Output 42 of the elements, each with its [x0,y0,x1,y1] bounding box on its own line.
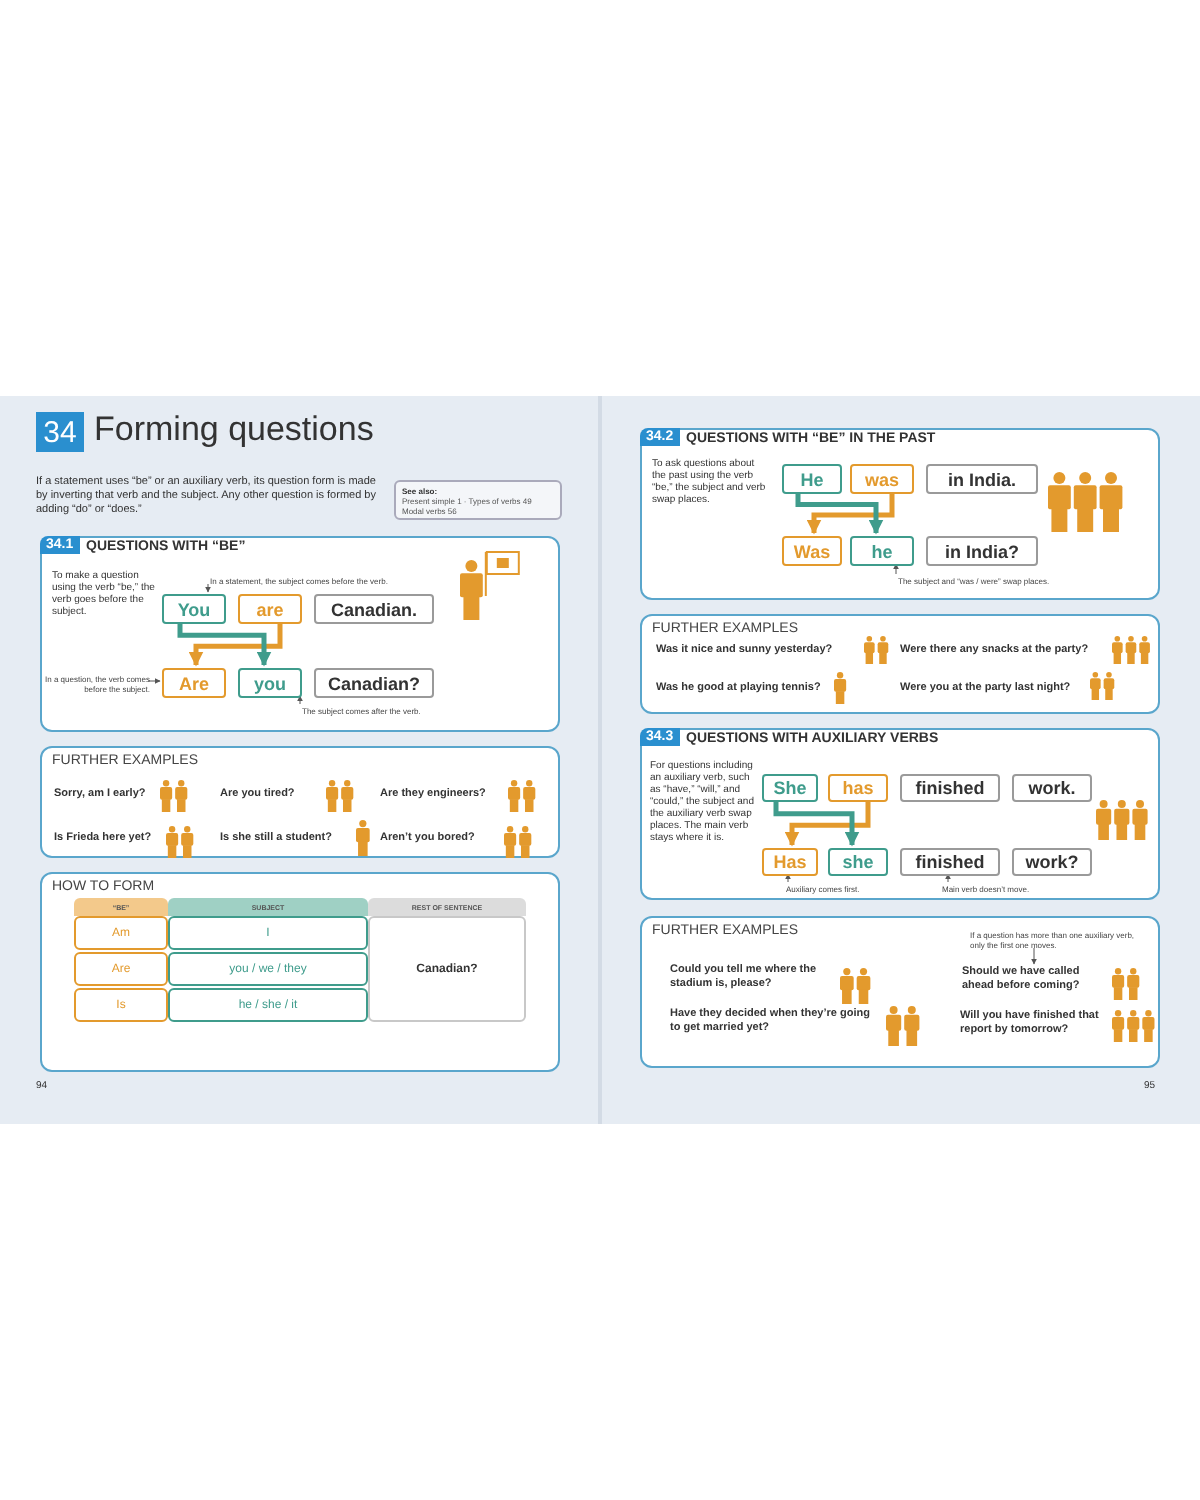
leader-line [1031,947,1037,965]
word-tile: he [850,536,914,566]
word-tile: Canadian. [314,594,434,624]
word-tile: has [828,774,888,802]
word-tile: finished [900,848,1000,876]
section-panel [640,728,1160,900]
section-panel [40,746,560,858]
section-panel [640,614,1160,714]
swap-arrow [773,800,860,847]
section-panel [40,536,560,732]
leader-line [945,873,951,883]
word-tile: She [762,774,818,802]
chapter-number: 34 [36,412,84,452]
word-tile: work? [1012,848,1092,876]
leader-line [893,563,899,575]
swap-arrow [795,492,884,535]
swap-arrow [177,622,272,667]
word-tile: in India. [926,464,1038,494]
page-title: Forming questions [94,410,374,450]
leader-line [785,873,791,883]
see-also-box [394,480,562,520]
word-tile: He [782,464,842,494]
swap-arrow [188,622,283,667]
leader-line [297,695,303,705]
word-tile: was [850,464,914,494]
word-tile: in India? [926,536,1038,566]
word-tile: Has [762,848,818,876]
swap-arrow [806,492,895,535]
swap-arrow [784,800,871,847]
word-tile: Are [162,668,226,698]
word-tile: Was [782,536,842,566]
word-tile: Canadian? [314,668,434,698]
section-panel [640,428,1160,600]
section-panel [640,916,1160,1068]
word-tile: she [828,848,888,876]
word-tile: finished [900,774,1000,802]
word-tile: work. [1012,774,1092,802]
leader-line [205,583,211,593]
word-tile: are [238,594,302,624]
word-tile: You [162,594,226,624]
word-tile: you [238,668,302,698]
leader-line [147,678,161,684]
